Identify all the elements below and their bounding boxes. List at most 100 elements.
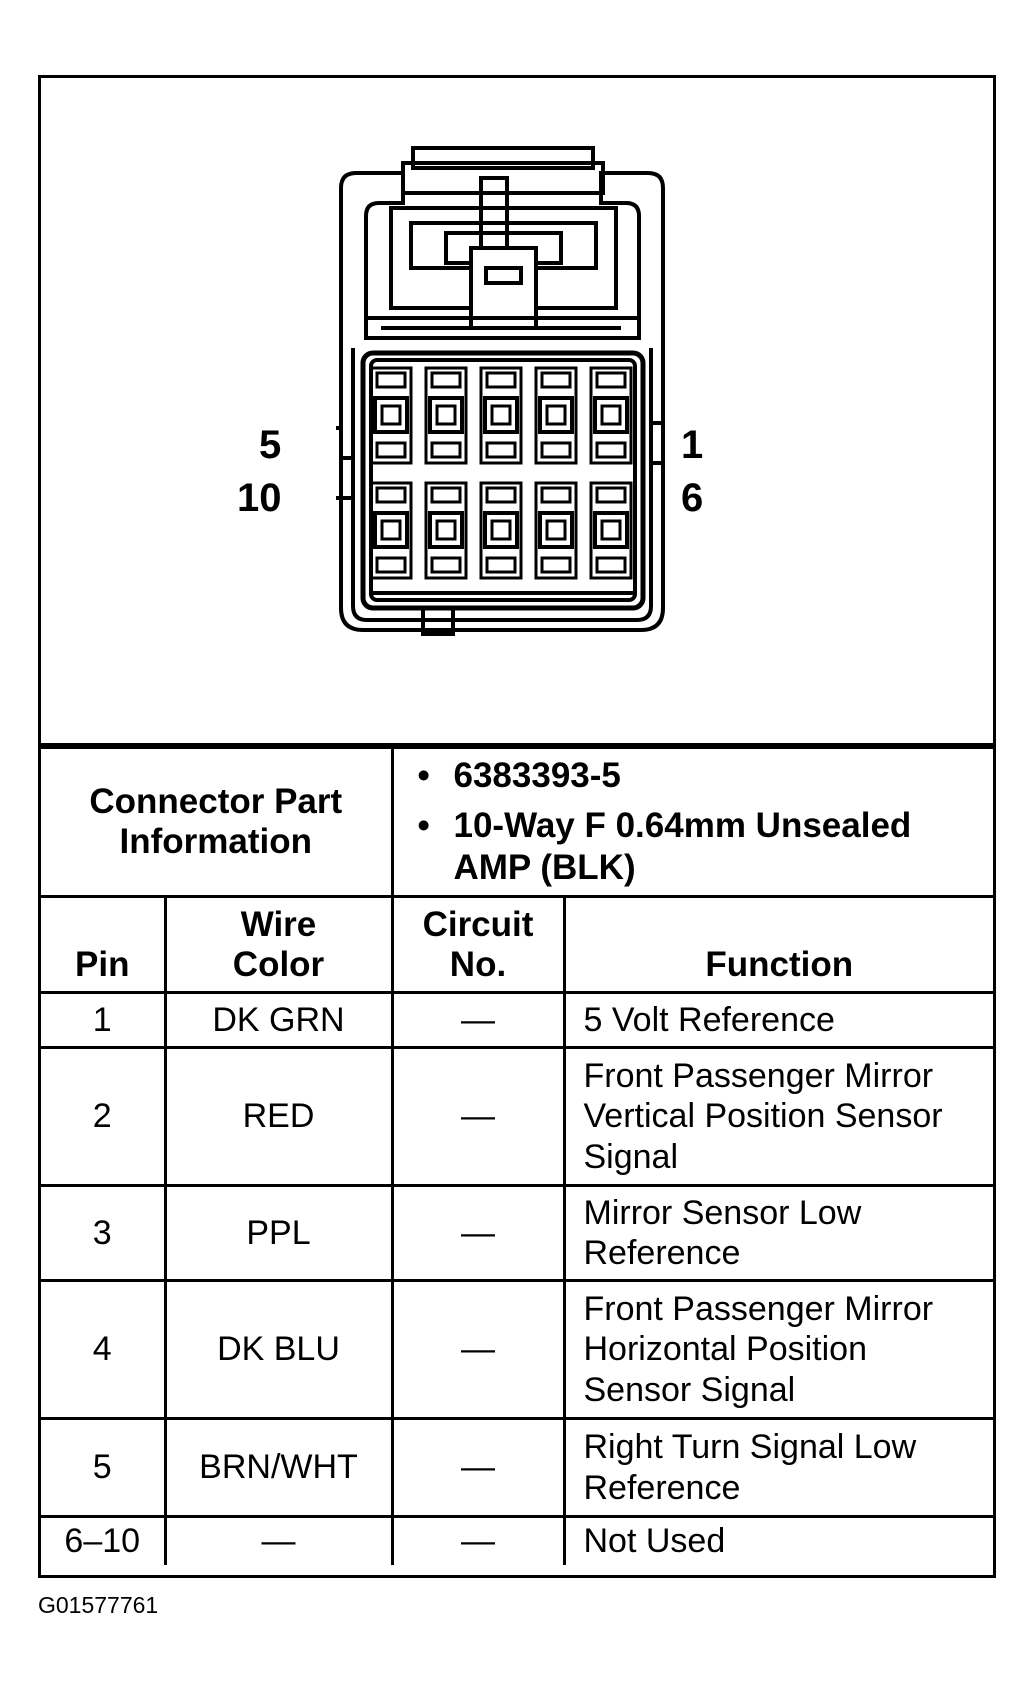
header-row: Pin Wire Color Circuit No. Function: [41, 895, 994, 993]
header-circuit-line2: No.: [449, 944, 507, 984]
cavity-latch: [485, 441, 517, 459]
header-wire-color: Wire Color: [163, 895, 394, 993]
pin-cell: 1: [41, 991, 167, 1049]
cavity-latch: [375, 441, 407, 459]
connector-description-line1: 10-Way F 0.64mm Unsealed: [453, 806, 912, 845]
cavity-latch: [540, 371, 572, 389]
wire-color-cell: RED: [163, 1046, 394, 1187]
cavity-latch: [430, 441, 462, 459]
pin-terminal: [428, 396, 464, 434]
connector-info-row: Connector Part Information • 6383393-5 •…: [41, 746, 994, 898]
connector-description-item: • 10-Way F 0.64mm Unsealed AMP (BLK): [418, 805, 984, 889]
function-line: Sensor Signal: [583, 1370, 796, 1409]
pin-terminal-inner: [380, 519, 402, 541]
connector-info-details: • 6383393-5 • 10-Way F 0.64mm Unsealed A…: [390, 746, 994, 898]
circuit-cell: —: [390, 1046, 566, 1187]
pin-terminal: [538, 511, 574, 549]
pin-cavity: [479, 481, 523, 580]
function-line: Not Used: [583, 1522, 726, 1561]
pin-label-10: 10: [237, 476, 282, 520]
header-circuit-line1: Circuit: [422, 904, 534, 944]
pin-terminal-inner: [435, 404, 457, 426]
pin-terminal: [483, 396, 519, 434]
circuit-cell: —: [390, 1279, 566, 1420]
pin-terminal-inner: [490, 519, 512, 541]
cavity-latch: [430, 371, 462, 389]
function-line: Reference: [583, 1234, 741, 1272]
function-cell: Not Used: [562, 1515, 994, 1565]
header-function: Function: [562, 895, 994, 993]
pin-terminal-inner: [435, 519, 457, 541]
cavity-latch: [540, 441, 572, 459]
part-number: 6383393-5: [453, 756, 621, 795]
header-circuit-no: Circuit No.: [390, 895, 566, 993]
circuit-cell: —: [390, 991, 566, 1049]
figure-code: G01577761: [38, 1592, 159, 1618]
pin-terminal: [373, 396, 409, 434]
cavity-latch: [595, 486, 627, 504]
wire-color-cell: DK GRN: [163, 991, 394, 1049]
cavity-latch: [375, 486, 407, 504]
circuit-cell: —: [390, 1417, 566, 1518]
cavity-latch: [595, 441, 627, 459]
connector-drawing: [336, 146, 665, 636]
circuit-cell: —: [390, 1515, 566, 1565]
cavity-latch: [375, 371, 407, 389]
connector-info-label: Connector Part Information: [41, 746, 394, 898]
function-line: Mirror Sensor Low: [583, 1193, 862, 1232]
function-line: Vertical Position Sensor: [583, 1097, 943, 1136]
pin-cavity: [479, 366, 523, 465]
pin-terminal-inner: [545, 404, 567, 426]
wire-color-cell: PPL: [163, 1184, 394, 1282]
pin-cell: 3: [41, 1184, 167, 1282]
pin-terminal: [538, 396, 574, 434]
cavity-latch: [430, 486, 462, 504]
pin-cavity: [534, 481, 578, 580]
connector-description-line2: AMP (BLK): [453, 848, 636, 887]
pin-terminal: [593, 511, 629, 549]
connector-card: 5 10 1 6 Connector Part Information • 63…: [38, 75, 996, 1578]
function-cell: 5 Volt Reference: [562, 991, 994, 1049]
pin-terminal: [483, 511, 519, 549]
pin-label-1: 1: [681, 423, 704, 467]
cavity-latch: [485, 556, 517, 574]
connector-info-label-line2: Information: [119, 822, 312, 861]
bullet-dot: •: [417, 806, 430, 845]
header-wire-color-line2: Color: [232, 944, 325, 984]
wire-color-cell: —: [163, 1515, 394, 1565]
function-line: Reference: [583, 1468, 741, 1507]
function-line: Front Passenger Mirror: [583, 1290, 934, 1329]
connector-info-label-line1: Connector Part: [89, 781, 343, 821]
pin-cavity: [369, 366, 413, 465]
pin-terminal-inner: [490, 404, 512, 426]
pin-cavity-grid: [369, 366, 633, 580]
function-line: Horizontal Position: [583, 1330, 867, 1369]
pin-cell: 6–10: [41, 1515, 167, 1565]
bullet-dot: •: [417, 756, 430, 795]
pin-terminal: [428, 511, 464, 549]
pin-cavity: [589, 366, 633, 465]
wire-color-cell: DK BLU: [163, 1279, 394, 1420]
cavity-latch: [595, 556, 627, 574]
cavity-latch: [375, 556, 407, 574]
header-wire-color-line1: Wire: [240, 904, 317, 944]
circuit-cell: —: [390, 1184, 566, 1282]
pin-cavity: [424, 366, 468, 465]
cavity-latch: [540, 556, 572, 574]
pin-cell: 5: [41, 1417, 167, 1518]
pin-cell: 2: [41, 1046, 167, 1187]
connector-pinout-table: Connector Part Information • 6383393-5 •…: [41, 746, 994, 1565]
pin-cavity: [589, 481, 633, 580]
pin-cell: 4: [41, 1279, 167, 1420]
pin-cavity: [534, 366, 578, 465]
pin-terminal-inner: [600, 519, 622, 541]
pin-terminal: [593, 396, 629, 434]
